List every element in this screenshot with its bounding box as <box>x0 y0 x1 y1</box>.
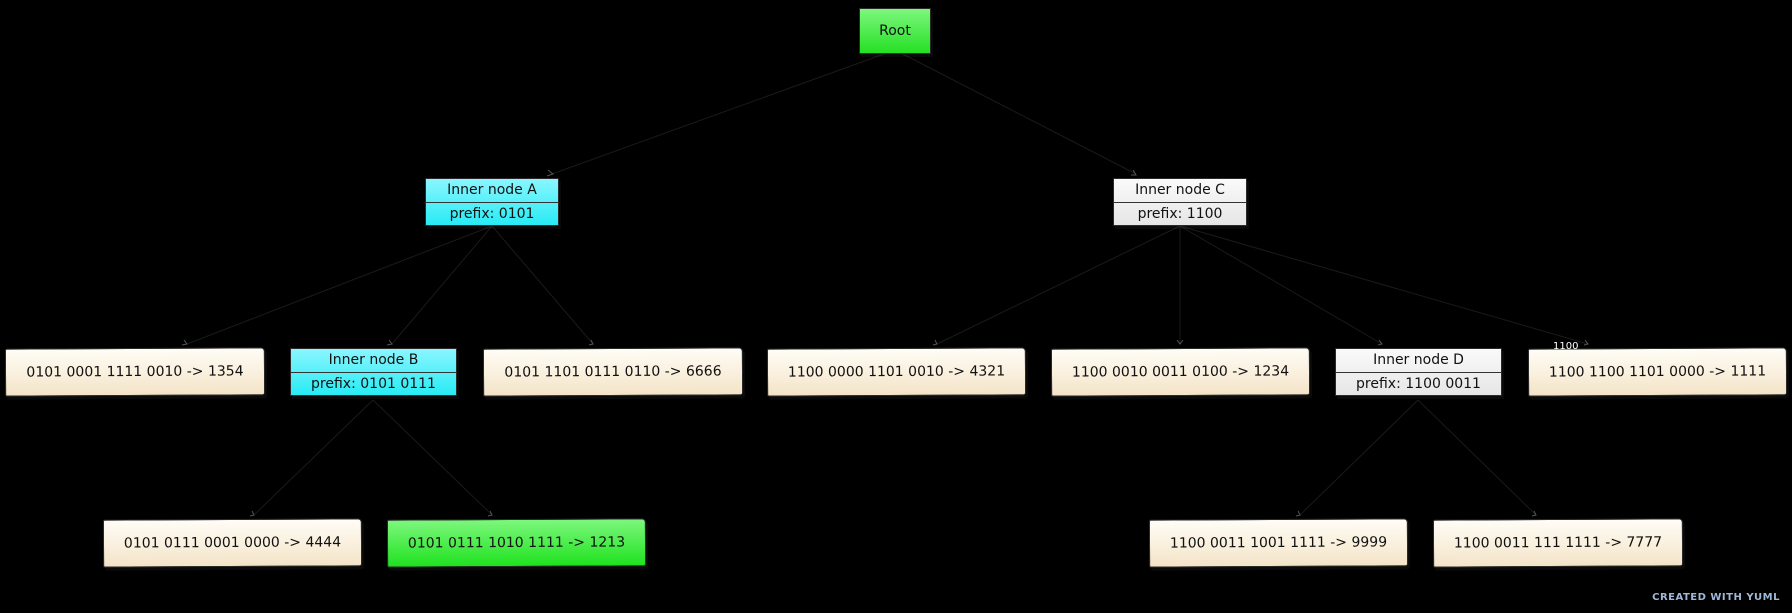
arrowhead-c2 <box>1176 339 1184 345</box>
leaf-4444-text: 0101 0111 0001 0000 -> 4444 <box>123 534 342 552</box>
edge-c-leaf-c1 <box>936 225 1181 345</box>
arrowhead-inner-a <box>546 169 555 177</box>
edge-root-inner-c <box>894 49 1137 175</box>
leaf-6666-text: 0101 1101 0111 0110 -> 6666 <box>504 363 722 381</box>
arrowhead-inner-c <box>1131 169 1137 176</box>
leaf-9999: 1100 0011 1001 1111 -> 9999 <box>1148 518 1409 568</box>
leaf-1111: 1100 1100 1101 0000 -> 1111 <box>1527 347 1788 397</box>
arrowhead-c1 <box>932 339 938 346</box>
arrowhead-a3 <box>588 339 594 346</box>
leaf-4444: 0101 0111 0001 0000 -> 4444 <box>102 518 363 568</box>
leaf-1213: 0101 0111 1010 1111 -> 1213 <box>386 518 647 568</box>
arrowhead-d1 <box>1295 510 1301 517</box>
edge-b-leaf-b1 <box>253 399 374 516</box>
inner-node-c-title: Inner node C <box>1135 182 1225 199</box>
root-label: Root <box>879 23 911 39</box>
inner-node-b: Inner node B prefix: 0101 0111 <box>290 348 457 396</box>
arrowhead-b <box>386 339 393 346</box>
leaf-6666: 0101 1101 0111 0110 -> 6666 <box>482 347 744 397</box>
arrowhead-a1 <box>181 339 188 346</box>
arrowhead-d <box>1377 339 1383 346</box>
leaf-1213-text: 0101 0111 1010 1111 -> 1213 <box>407 534 626 552</box>
leaf-1234: 1100 0010 0011 0100 -> 1234 <box>1050 347 1311 397</box>
arrowhead-d2 <box>1531 510 1537 517</box>
leaf-9999-text: 1100 0011 1001 1111 -> 9999 <box>1169 534 1388 552</box>
inner-node-d: Inner node D prefix: 1100 0011 <box>1335 348 1502 396</box>
edge-label-1100: 1100 <box>1553 341 1579 352</box>
leaf-1234-text: 1100 0010 0011 0100 -> 1234 <box>1071 363 1290 381</box>
edge-c-inner-d <box>1179 225 1383 345</box>
edge-b-leaf-b2 <box>372 399 493 516</box>
inner-node-a-prefix: prefix: 0101 <box>426 201 558 226</box>
inner-node-b-title: Inner node B <box>328 352 419 369</box>
edge-d-leaf-d1 <box>1299 399 1419 516</box>
inner-node-b-prefix: prefix: 0101 0111 <box>291 371 456 396</box>
inner-node-c: Inner node C prefix: 1100 <box>1113 178 1247 226</box>
inner-node-a: Inner node A prefix: 0101 <box>425 178 559 226</box>
arrowhead-b2 <box>487 510 493 517</box>
edge-c-leaf-c4 <box>1179 225 1589 345</box>
watermark: CREATED WITH YUML <box>1652 592 1780 603</box>
arrowhead-b1 <box>249 510 255 517</box>
edge-a-leaf-a3 <box>491 225 594 345</box>
inner-node-d-prefix: prefix: 1100 0011 <box>1336 371 1501 396</box>
edge-root-inner-a <box>551 49 896 175</box>
leaf-7777-text: 1100 0011 111 1111 -> 7777 <box>1453 534 1663 552</box>
leaf-7777: 1100 0011 111 1111 -> 7777 <box>1432 518 1684 568</box>
leaf-1111-text: 1100 1100 1101 0000 -> 1111 <box>1548 363 1767 381</box>
arrowhead-c4 <box>1583 339 1589 346</box>
inner-node-d-title: Inner node D <box>1373 352 1464 369</box>
leaf-1354: 0101 0001 1111 0010 -> 1354 <box>4 347 266 397</box>
edge-a-inner-b <box>391 225 493 345</box>
leaf-4321-text: 1100 0000 1101 0010 -> 4321 <box>787 363 1006 381</box>
edge-d-leaf-d2 <box>1417 399 1537 516</box>
inner-node-a-title: Inner node A <box>447 182 537 199</box>
leaf-4321: 1100 0000 1101 0010 -> 4321 <box>766 347 1027 397</box>
edge-a-leaf-a1 <box>186 225 493 345</box>
inner-node-c-prefix: prefix: 1100 <box>1114 201 1246 226</box>
leaf-1354-text: 0101 0001 1111 0010 -> 1354 <box>26 363 244 381</box>
root-node: Root <box>859 8 931 54</box>
